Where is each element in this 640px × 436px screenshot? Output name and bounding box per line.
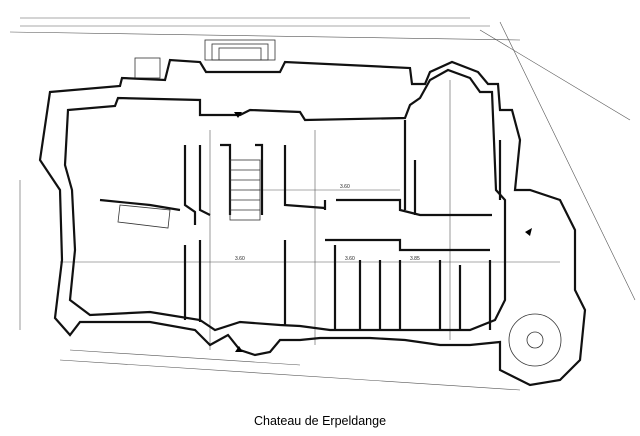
entrance-arrows: [234, 112, 532, 352]
plan-caption: Chateau de Erpeldange: [253, 414, 387, 428]
dimension-label: 3.60: [345, 256, 355, 262]
dimension-label: 3.60: [235, 256, 245, 262]
spiral-stair: [508, 313, 562, 367]
dimension-lines: [9, 17, 636, 391]
staircase: [229, 159, 261, 221]
floor-plan: 3.60 3.60 3.60 3.85: [9, 17, 636, 391]
dimension-labels: 3.60 3.60 3.60 3.85: [235, 184, 420, 262]
exterior-walls: [38, 58, 587, 387]
dimension-label: 3.85: [410, 256, 420, 262]
dimension-label: 3.60: [340, 184, 350, 190]
stairs-entrance-top: [134, 39, 276, 79]
interior-walls: [99, 120, 502, 330]
